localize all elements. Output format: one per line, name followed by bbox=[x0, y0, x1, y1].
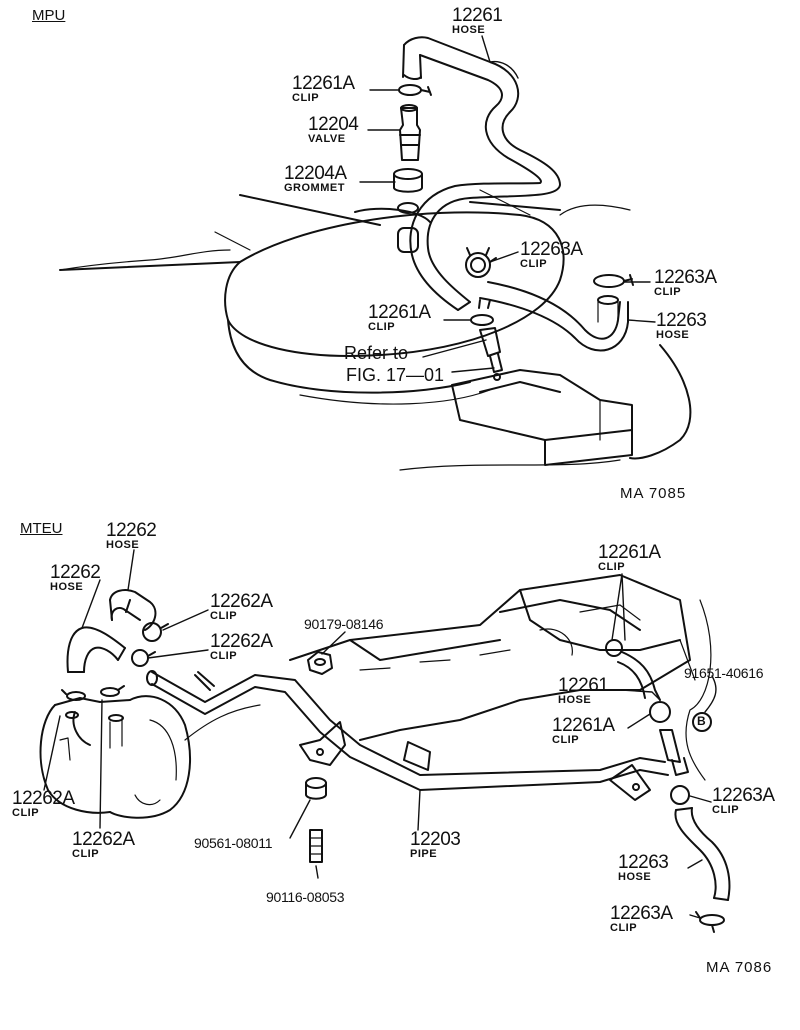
callout-12263a-right-number: 12263A bbox=[654, 267, 717, 288]
callout-12261-mteu-name: HOSE bbox=[558, 694, 592, 706]
callout-12203-number: 12203 bbox=[410, 829, 461, 850]
callout-12261a-lower-name: CLIP bbox=[368, 321, 396, 333]
grommet-90561-drawing bbox=[305, 777, 327, 800]
callout-12204a-number: 12204A bbox=[284, 163, 347, 184]
callout-12261a-lower-number: 12261A bbox=[368, 302, 431, 323]
clip-12261a-upper-drawing bbox=[398, 84, 422, 96]
callout-12263-mteu-name: HOSE bbox=[618, 871, 652, 883]
callout-90116-08053: 90116-08053 bbox=[266, 889, 345, 905]
drawing-id-top: MA 7085 bbox=[620, 485, 687, 502]
callout-12261a-mteu-top-number: 12261A bbox=[598, 542, 661, 563]
engine-manifold bbox=[289, 574, 712, 781]
hose-12262-lower-drawing bbox=[66, 626, 126, 673]
clip-12263a-housing-drawing bbox=[465, 247, 497, 278]
callout-12261a-upper-number: 12261A bbox=[292, 73, 355, 94]
hose-12261-mteu-drawing bbox=[605, 639, 689, 776]
callout-12261a-mteu-top-name: CLIP bbox=[598, 561, 626, 573]
callout-12263a-mid-number: 12263A bbox=[520, 239, 583, 260]
callout-90561-08011: 90561-08011 bbox=[194, 835, 273, 851]
callout-12261-mteu-number: 12261 bbox=[558, 675, 609, 696]
valve-12204-drawing bbox=[399, 104, 421, 161]
stud-90116-drawing bbox=[309, 829, 323, 863]
callout-12204-number: 12204 bbox=[308, 114, 359, 135]
clip-12263a-bottom-drawing bbox=[699, 914, 725, 926]
intake-housing bbox=[39, 695, 261, 819]
callout-12263a-bottom-number: 12263A bbox=[610, 903, 673, 924]
nut-90179-drawing bbox=[307, 651, 333, 675]
callout-12261-name: HOSE bbox=[452, 24, 486, 36]
callout-91651-40616: 91651-40616 bbox=[684, 665, 764, 681]
callout-12262-upper-name: HOSE bbox=[106, 539, 140, 551]
callout-12263-name: HOSE bbox=[656, 329, 690, 341]
marker-b-circle bbox=[692, 712, 712, 732]
callout-90179-08146: 90179-08146 bbox=[304, 616, 384, 632]
reference-line-2: FIG. 17—01 bbox=[346, 365, 445, 385]
callout-12261a-mteu-lower-name: CLIP bbox=[552, 734, 580, 746]
callout-12262a-d-number: 12262A bbox=[72, 829, 135, 850]
clips-12262a-drawing bbox=[61, 622, 169, 701]
callout-12262-upper-number: 12262 bbox=[106, 520, 157, 541]
hose-12263-mteu-drawing bbox=[670, 785, 731, 901]
callout-12262a-c-name: CLIP bbox=[12, 807, 40, 819]
callout-12204a-name: GROMMET bbox=[284, 182, 345, 194]
callout-12263-number: 12263 bbox=[656, 310, 707, 331]
callout-12204-name: VALVE bbox=[308, 133, 346, 145]
callout-12261a-upper-name: CLIP bbox=[292, 92, 320, 104]
cylinder-head-block bbox=[399, 344, 692, 471]
callout-12263a-right-name: CLIP bbox=[654, 286, 682, 298]
callout-12262a-a-name: CLIP bbox=[210, 610, 238, 622]
callout-12263a-bottom-name: CLIP bbox=[610, 922, 638, 934]
callout-12262a-b-name: CLIP bbox=[210, 650, 238, 662]
callout-12262-lower-number: 12262 bbox=[50, 562, 101, 583]
mteu-leader-lines bbox=[43, 549, 717, 919]
clip-12263a-right-drawing bbox=[593, 274, 634, 288]
callout-12263a-mteu-number: 12263A bbox=[712, 785, 775, 806]
marker-b-label: B bbox=[697, 714, 706, 728]
callout-12262a-b-number: 12262A bbox=[210, 631, 273, 652]
grommet-12204a-drawing bbox=[393, 168, 423, 253]
section-mteu-label: MTEU bbox=[20, 520, 63, 537]
callout-12263a-mid-name: CLIP bbox=[520, 258, 548, 270]
pipe-12203-drawing bbox=[146, 670, 669, 801]
callout-12262a-c-number: 12262A bbox=[12, 788, 75, 809]
callout-12263a-mteu-name: CLIP bbox=[712, 804, 740, 816]
callout-12261a-mteu-lower-number: 12261A bbox=[552, 715, 615, 736]
callout-12261-number: 12261 bbox=[452, 5, 503, 26]
clip-12261a-lower-drawing bbox=[470, 299, 503, 381]
section-mpu-label: MPU bbox=[32, 7, 66, 24]
callout-12263-mteu-number: 12263 bbox=[618, 852, 669, 873]
mpu-leader-lines bbox=[359, 35, 656, 373]
callout-12262a-a-number: 12262A bbox=[210, 591, 273, 612]
hose-12261-drawing bbox=[402, 36, 561, 311]
hose-12263-drawing bbox=[479, 281, 629, 352]
callout-12203-name: PIPE bbox=[410, 848, 438, 860]
drawing-id-bottom: MA 7086 bbox=[706, 959, 773, 976]
callout-12262a-d-name: CLIP bbox=[72, 848, 100, 860]
callout-12262-lower-name: HOSE bbox=[50, 581, 84, 593]
air-cleaner-housing bbox=[59, 189, 631, 405]
reference-line-1: Refer to bbox=[344, 343, 409, 363]
